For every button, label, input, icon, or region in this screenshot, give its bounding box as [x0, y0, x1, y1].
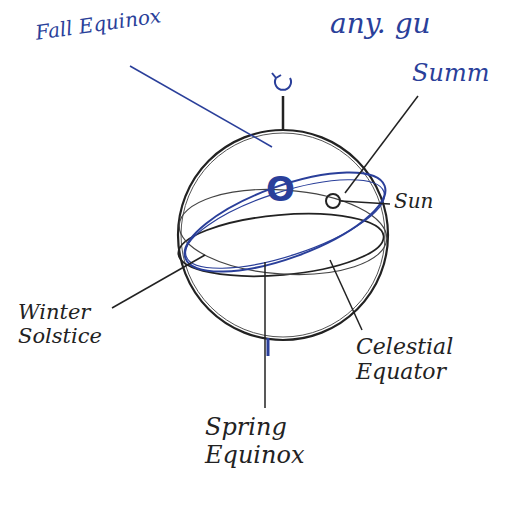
solstice-label: Summ	[412, 60, 489, 88]
equator-label: Celestial Equator	[356, 334, 496, 385]
earth-symbol: O	[266, 170, 295, 209]
sun-label: Sun	[394, 190, 433, 213]
margin-note: any. gu	[330, 8, 431, 40]
equinox-label: Spring Equinox	[205, 414, 355, 469]
solstice-label: Winter Solstice	[18, 300, 128, 348]
equinox-label: Fall Equinox	[34, 4, 162, 44]
